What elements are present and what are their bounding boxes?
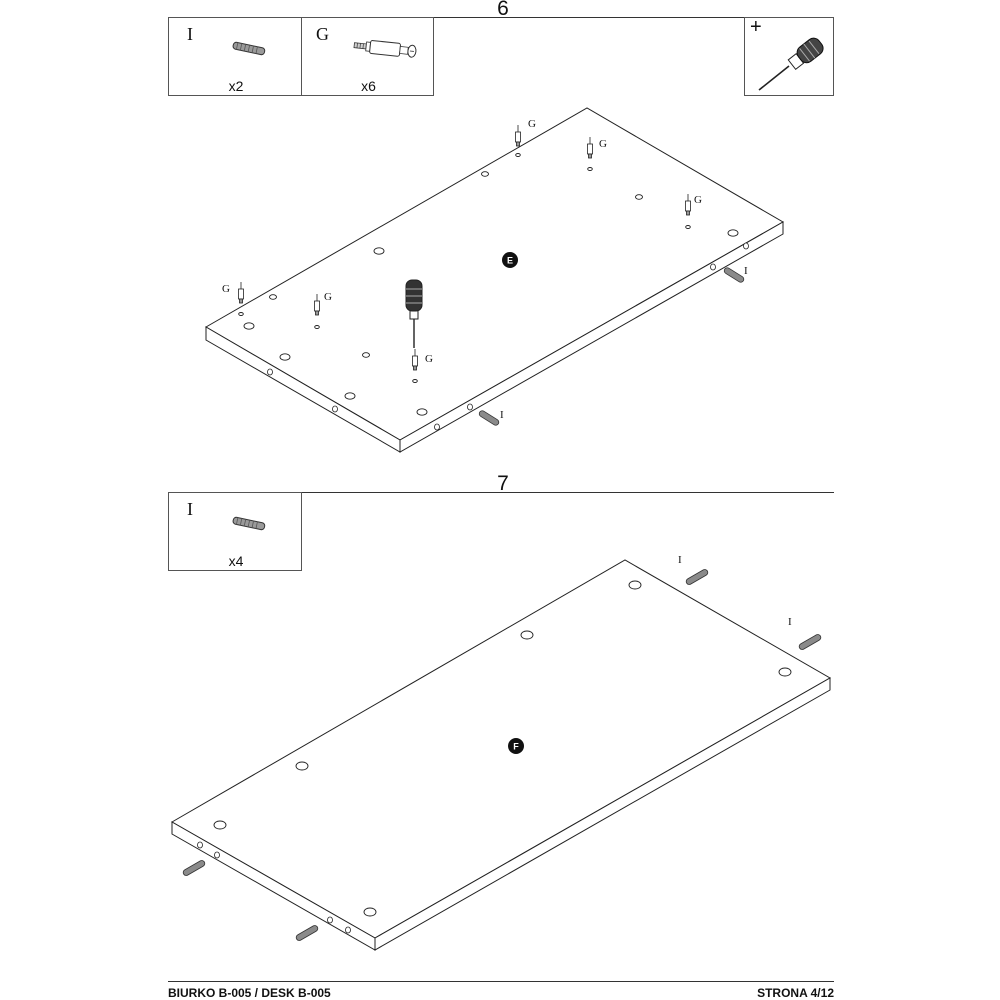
callout-G: G: [528, 118, 536, 130]
panel-badge-E: [502, 252, 518, 268]
callout-G: G: [599, 138, 607, 150]
part-box-I-step7: I x4: [168, 492, 302, 571]
panel-F-drawing: I I F: [170, 554, 832, 951]
callout-G: G: [425, 353, 433, 365]
callout-I: I: [744, 265, 748, 277]
part-letter: I: [187, 24, 193, 44]
cam-bolt-group: [238, 125, 691, 371]
step-6-rule: [168, 17, 834, 18]
part-qty: x2: [228, 78, 244, 94]
hole-group: [213, 580, 792, 917]
part-qty: x4: [228, 553, 244, 569]
footer-page-number: STRONA 4/12: [757, 986, 834, 1000]
screwdriver-icon: [758, 37, 824, 91]
tool-box-step6: +: [744, 16, 834, 96]
panel-E-drawing: G G G G G G I I E: [205, 107, 785, 453]
callout-I: I: [500, 409, 504, 421]
panel-label-E: E: [507, 256, 513, 266]
panel-right-edge: [374, 677, 831, 951]
part-letter: I: [187, 499, 193, 519]
callout-I: I: [788, 616, 792, 628]
hole-group: [238, 153, 739, 416]
dowel-group: [478, 267, 745, 426]
part-letter: G: [316, 24, 329, 44]
step-7-number: 7: [497, 472, 509, 495]
cam-bolt-icon: [353, 40, 417, 58]
edge-hole-group: [267, 242, 749, 431]
footer-product-title: BIURKO B-005 / DESK B-005: [168, 986, 331, 1000]
dowel-icon: [232, 516, 266, 531]
part-box-G-step6: G x6: [301, 17, 434, 96]
footer-rule: [168, 981, 834, 982]
part-box-I-step6: I x2: [168, 17, 302, 96]
phillips-symbol: +: [750, 16, 762, 38]
part-qty: x6: [361, 78, 376, 94]
callout-I: I: [678, 554, 682, 566]
dowel-group: [182, 569, 822, 941]
panel-label-F: F: [513, 742, 519, 752]
callout-G: G: [222, 283, 230, 295]
screwdriver-icon: [405, 279, 423, 348]
dowel-icon: [232, 41, 266, 56]
step-7-rule: [168, 492, 834, 493]
panel-right-edge: [399, 221, 784, 453]
callout-G: G: [324, 291, 332, 303]
panel-badge-F: [508, 738, 524, 754]
callout-G: G: [694, 194, 702, 206]
edge-hole-group: [197, 841, 351, 934]
step-6-number: 6: [497, 0, 509, 20]
